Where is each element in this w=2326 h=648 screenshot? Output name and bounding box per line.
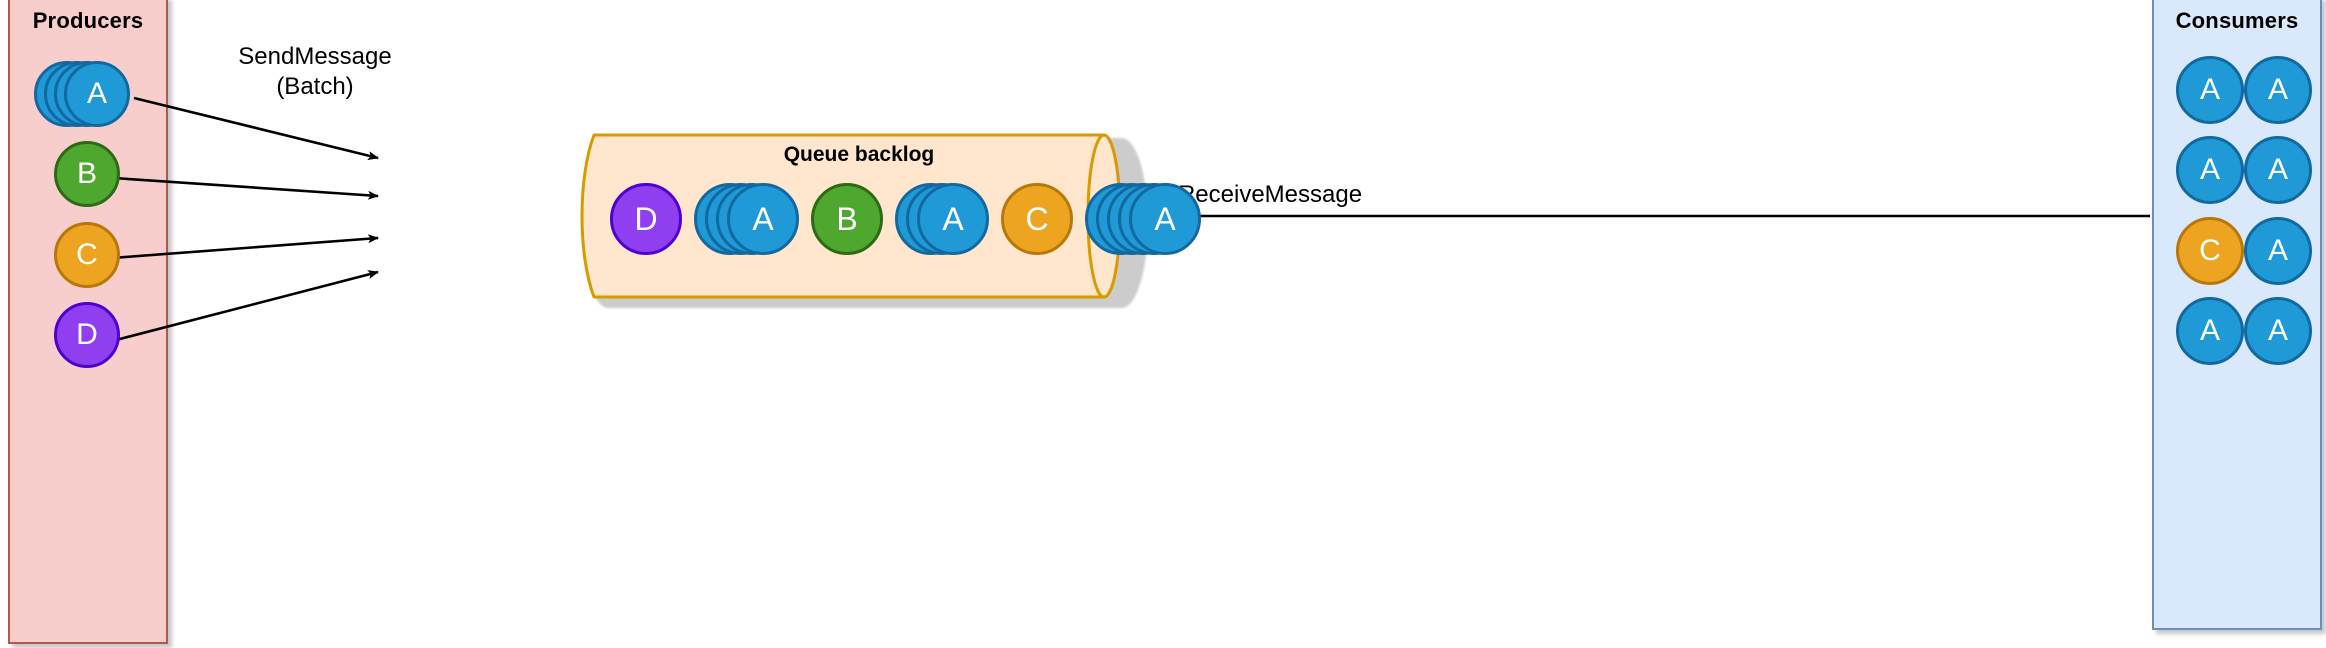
consumers-title: Consumers [2175, 8, 2299, 33]
message-disc-front: A [2244, 297, 2312, 365]
consumer-token-a: A [2244, 297, 2312, 365]
queue-title: Queue backlog [783, 143, 935, 166]
message-disc-front: A [2176, 136, 2244, 204]
message-disc-front: B [811, 183, 883, 255]
message-token-a: A [34, 61, 130, 127]
message-token-c: C [54, 222, 120, 288]
consumer-token-a: A [2244, 56, 2312, 124]
queue-token-b: B [811, 183, 883, 255]
consumer-token-a: A [2176, 297, 2244, 365]
message-disc-front: A [2176, 297, 2244, 365]
message-disc-front: D [610, 183, 682, 255]
send-message-label: SendMessage (Batch) [238, 43, 392, 100]
message-disc-front: C [54, 222, 120, 288]
producers-title: Producers [32, 8, 144, 33]
message-token-d: D [54, 302, 120, 368]
arrow-producer-a-to-queue [133, 96, 379, 160]
consumer-token-a: A [2176, 136, 2244, 204]
queue-token-a: A [1085, 183, 1201, 255]
message-disc-front: A [64, 61, 130, 127]
message-disc-front: B [54, 141, 120, 207]
message-disc-front: A [727, 183, 799, 255]
message-disc-front: D [54, 302, 120, 368]
consumer-token-c: C [2176, 217, 2244, 285]
message-disc-front: C [1001, 183, 1073, 255]
message-disc-front: A [2244, 217, 2312, 285]
queue-token-c: C [1001, 183, 1073, 255]
message-disc-front: C [2176, 217, 2244, 285]
queue-token-d: D [610, 183, 682, 255]
receive-message-label: ReceiveMessage [1177, 181, 1363, 208]
queue-token-a: A [694, 183, 799, 255]
queue-token-a: A [895, 183, 989, 255]
message-disc-front: A [2244, 136, 2312, 204]
message-disc-front: A [2176, 56, 2244, 124]
message-token-b: B [54, 141, 120, 207]
consumer-token-a: A [2176, 56, 2244, 124]
consumer-token-a: A [2244, 136, 2312, 204]
message-disc-front: A [2244, 56, 2312, 124]
message-disc-front: A [1129, 183, 1201, 255]
message-disc-front: A [917, 183, 989, 255]
consumer-token-a: A [2244, 217, 2312, 285]
